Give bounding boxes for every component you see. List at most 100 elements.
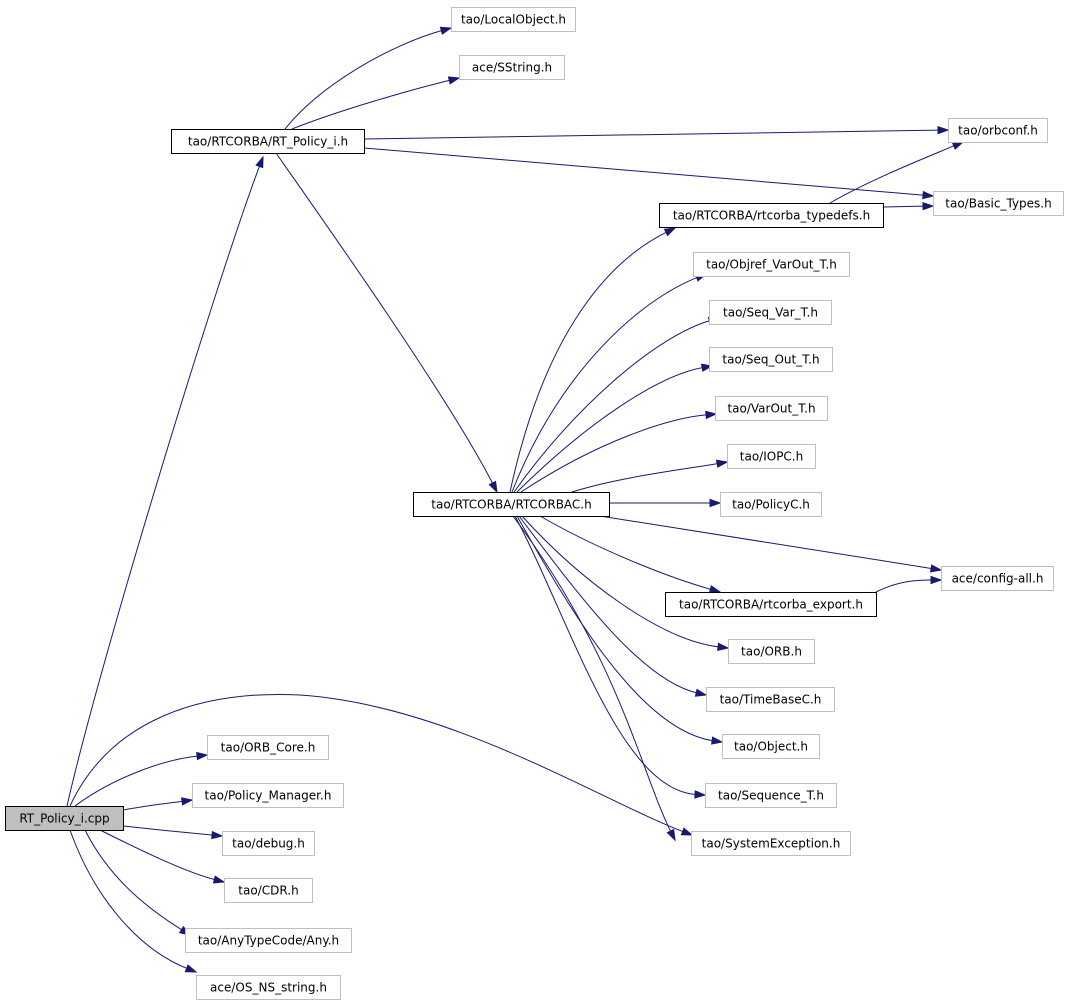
edge-rt_policy_i_cpp-to-orb_core_h	[74, 751, 209, 807]
edge-rtcorbac_h-to-seq_out_t_h	[516, 363, 714, 493]
node-label: tao/AnyTypeCode/Any.h	[198, 934, 339, 948]
edge-rtcorbac_h-to-varout_t_h	[520, 410, 718, 493]
arrowhead-icon	[181, 797, 194, 806]
node-label: ace/SString.h	[472, 61, 552, 75]
node-label: tao/CDR.h	[238, 884, 298, 898]
node-box	[941, 566, 1054, 591]
node-box	[224, 878, 313, 903]
edge-rt_policy_i_cpp-to-cdr_h	[99, 829, 226, 884]
node-any_h: tao/AnyTypeCode/Any.h	[185, 928, 352, 953]
arrowhead-icon	[922, 190, 935, 200]
node-label: tao/RTCORBA/rtcorba_export.h	[679, 598, 863, 612]
edge-line	[518, 515, 698, 694]
edge-rt_policy_i_cpp-to-systemexception_h	[69, 693, 694, 836]
node-box	[171, 129, 365, 154]
node-box	[722, 734, 820, 759]
node-label: tao/orbconf.h	[958, 124, 1038, 138]
edge-rt_policy_i_h-to-orbconf_h	[363, 125, 950, 140]
edge-line	[516, 515, 714, 742]
node-box	[185, 928, 352, 953]
node-box	[727, 444, 816, 469]
node-box	[413, 492, 610, 517]
node-label: tao/ORB_Core.h	[221, 741, 316, 755]
edge-rt_policy_i_cpp-to-debug_h	[122, 825, 224, 840]
node-rtcorba_export_h[interactable]: tao/RTCORBA/rtcorba_export.h	[665, 592, 877, 617]
edge-rt_policy_i_h-to-localobject_h	[284, 26, 453, 130]
node-box	[693, 252, 850, 277]
arrowhead-icon	[666, 828, 676, 842]
edge-line	[539, 515, 712, 591]
node-rt_policy_i_h[interactable]: tao/RTCORBA/RT_Policy_i.h	[171, 129, 365, 154]
node-objref_varout_t_h: tao/Objref_VarOut_T.h	[693, 252, 850, 277]
node-box	[192, 783, 344, 808]
arrowhead-icon	[680, 827, 694, 836]
arrowhead-icon	[937, 125, 950, 135]
node-rtcorba_typedefs_h[interactable]: tao/RTCORBA/rtcorba_typedefs.h	[659, 203, 884, 228]
arrowhead-icon	[930, 575, 943, 585]
node-sstring_h: ace/SString.h	[459, 55, 565, 80]
node-sequence_t_h: tao/Sequence_T.h	[705, 783, 837, 808]
edge-line	[69, 829, 188, 970]
node-label: RT_Policy_i.cpp	[19, 812, 109, 826]
node-box	[715, 396, 828, 421]
node-label: ace/config-all.h	[952, 572, 1044, 586]
edge-line	[571, 463, 719, 493]
edge-line	[599, 515, 933, 570]
edge-rtcorbac_h-to-iopc_h	[571, 459, 729, 493]
arrowhead-icon	[694, 790, 707, 799]
edge-rt_policy_i_h-to-basic_types_h	[363, 147, 935, 200]
node-object_h: tao/Object.h	[722, 734, 820, 759]
edge-line	[514, 515, 697, 795]
arrowhead-icon	[705, 410, 718, 420]
node-policy_manager_h: tao/Policy_Manager.h	[192, 783, 344, 808]
edge-rt_policy_i_h-to-sstring_h	[291, 76, 461, 130]
edge-line	[122, 825, 214, 836]
node-cdr_h: tao/CDR.h	[224, 878, 313, 903]
node-label: tao/TimeBaseC.h	[720, 693, 822, 707]
node-label: tao/Objref_VarOut_T.h	[706, 258, 837, 272]
node-label: tao/ORB.h	[741, 645, 802, 659]
edge-rt_policy_i_h-to-rtcorbac_h	[275, 152, 498, 494]
node-label: tao/PolicyC.h	[732, 498, 810, 512]
node-box	[706, 687, 835, 712]
node-label: ace/OS_NS_string.h	[210, 981, 327, 995]
arrowhead-icon	[708, 585, 722, 594]
arrowhead-icon	[211, 830, 224, 840]
node-label: tao/SystemException.h	[702, 837, 841, 851]
node-config_all_h: ace/config-all.h	[941, 566, 1054, 591]
node-box	[665, 592, 877, 617]
edge-line	[520, 414, 708, 493]
node-label: tao/Sequence_T.h	[718, 789, 824, 803]
edge-rt_policy_i_cpp-to-policy_manager_h	[122, 797, 194, 811]
edge-line	[882, 205, 925, 208]
edge-rtcorbac_h-to-object_h	[516, 515, 724, 745]
arrowhead-icon	[922, 202, 935, 211]
edge-rtcorbac_h-to-rtcorba_export_h	[539, 515, 722, 594]
edge-rtcorba_export_h-to-config_all_h	[875, 575, 943, 593]
node-box	[5, 806, 124, 831]
node-box	[207, 735, 329, 760]
node-policyc_h: tao/PolicyC.h	[720, 492, 822, 517]
node-rtcorbac_h[interactable]: tao/RTCORBA/RTCORBAC.h	[413, 492, 610, 517]
edge-line	[512, 515, 672, 833]
edge-line	[84, 829, 183, 931]
node-rt_policy_i_cpp[interactable]: RT_Policy_i.cpp	[5, 806, 124, 831]
node-label: tao/LocalObject.h	[461, 13, 566, 27]
edge-line	[509, 231, 668, 493]
edge-line	[122, 800, 184, 811]
arrowhead-icon	[488, 480, 498, 494]
arrowhead-icon	[212, 875, 226, 884]
node-box	[720, 492, 822, 517]
node-label: tao/RTCORBA/RT_Policy_i.h	[188, 135, 348, 149]
node-box	[659, 203, 884, 228]
edge-rtcorbac_h-to-sequence_t_h	[514, 515, 707, 799]
edge-line	[875, 579, 933, 593]
node-label: tao/Object.h	[734, 740, 808, 754]
edge-rtcorbac_h-to-config_all_h	[599, 515, 943, 573]
edge-line	[99, 829, 216, 881]
edge-rtcorbac_h-to-orb_h	[521, 515, 730, 651]
node-box	[728, 639, 815, 664]
edge-rt_policy_i_cpp-to-rt_policy_i_h	[66, 155, 264, 807]
node-seq_out_t_h: tao/Seq_Out_T.h	[709, 347, 833, 372]
node-label: tao/RTCORBA/rtcorba_typedefs.h	[673, 209, 870, 223]
